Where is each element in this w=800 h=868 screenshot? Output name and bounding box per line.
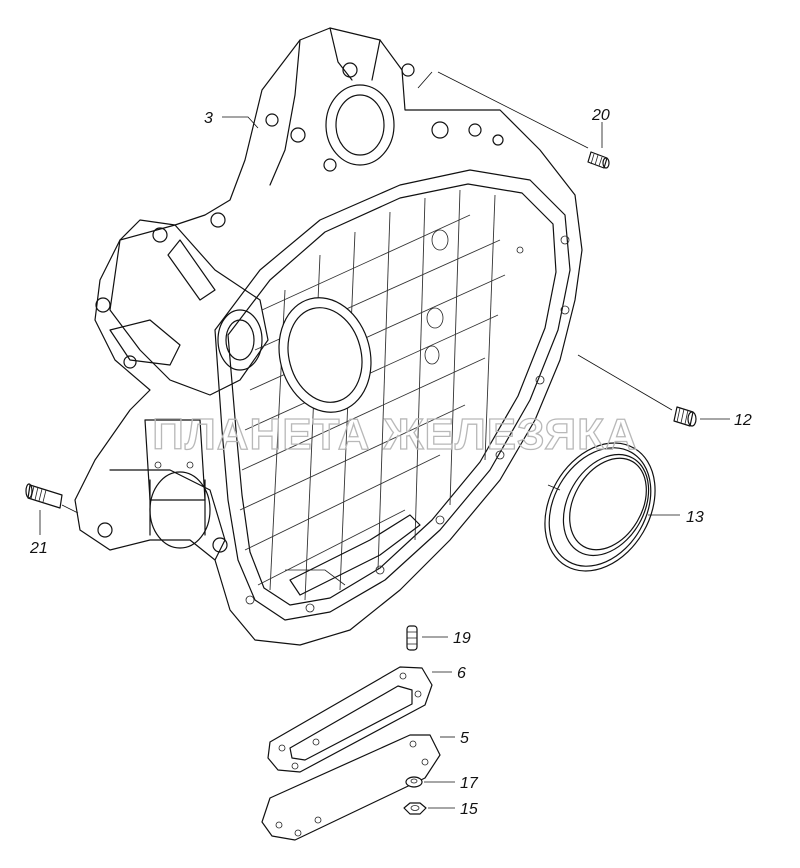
callout-20: 20 <box>591 107 610 124</box>
plug-part-20 <box>587 151 610 169</box>
callout-13: 13 <box>686 509 704 526</box>
nut-part-15 <box>403 802 427 815</box>
gasket-part-6 <box>267 666 433 773</box>
callout-6: 6 <box>457 665 466 682</box>
callout-15: 15 <box>460 801 478 818</box>
callout-17: 17 <box>460 775 479 792</box>
callout-3: 3 <box>204 110 213 127</box>
callout-12: 12 <box>734 412 752 429</box>
seal-ring-part-13 <box>544 442 656 572</box>
dowel-part-19 <box>406 625 418 651</box>
callout-19: 19 <box>453 630 471 647</box>
cover-plate-part-5 <box>261 734 441 841</box>
washer-part-17 <box>405 776 423 788</box>
flywheel-housing <box>74 27 583 646</box>
callout-21: 21 <box>29 540 48 557</box>
stud-part-21 <box>25 483 63 509</box>
leader-lines <box>39 71 730 809</box>
plug-part-12 <box>673 406 697 427</box>
callout-5: 5 <box>460 730 469 747</box>
watermark-text: ПЛАНЕТА ЖЕЛЕЗЯКА <box>152 410 638 459</box>
